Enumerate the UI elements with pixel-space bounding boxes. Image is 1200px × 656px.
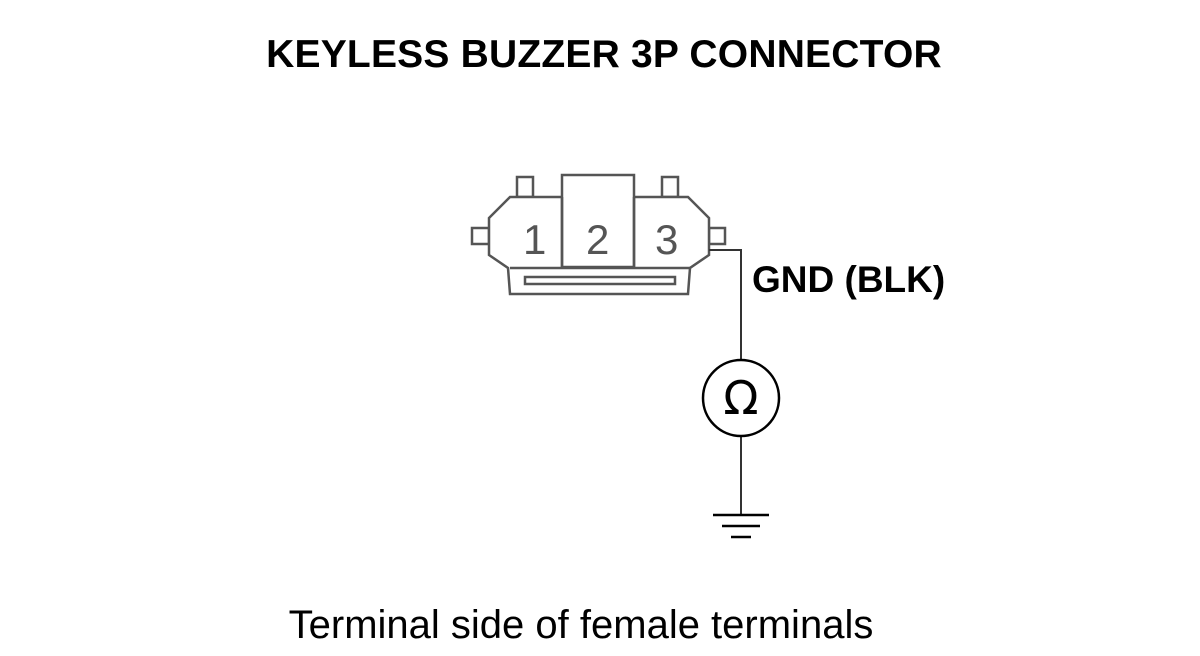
- wire-label-gnd: GND (BLK): [752, 259, 945, 300]
- side-nub-left: [470, 226, 491, 246]
- diagram-caption: Terminal side of female terminals: [288, 603, 874, 647]
- top-tab-left: [515, 175, 535, 199]
- top-tab-right: [660, 175, 680, 199]
- ground-icon: [713, 513, 769, 539]
- diagram-title: KEYLESS BUZZER 3P CONNECTOR: [266, 33, 942, 76]
- connector-housing: [470, 173, 727, 296]
- bottom-rail-slot: [523, 275, 677, 286]
- ohmmeter-icon: Ω: [701, 358, 781, 438]
- pin-label-2: 2: [586, 216, 609, 263]
- side-nub-right: [707, 226, 727, 246]
- pin-label-1: 1: [523, 216, 546, 263]
- pin-label-3: 3: [655, 216, 678, 263]
- ohm-symbol: Ω: [723, 371, 758, 425]
- wire-gnd: [709, 249, 742, 514]
